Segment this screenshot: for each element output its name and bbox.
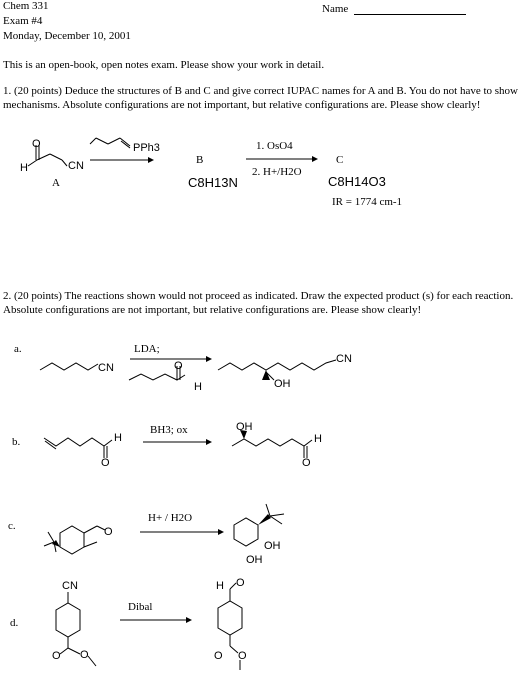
- part-d-label: d.: [10, 617, 19, 629]
- part-b-product-o: O: [302, 457, 311, 469]
- reagent-ylide: PPh3: [133, 142, 160, 154]
- atom-cn-a: CN: [68, 160, 84, 172]
- name-label: Name: [322, 3, 349, 15]
- part-c-label: c.: [8, 520, 16, 532]
- question-2-text: 2. (20 points) The reactions shown would…: [3, 290, 514, 316]
- part-c-start-o: O: [104, 526, 113, 538]
- part-d-product-o-2: O: [214, 650, 223, 662]
- formula-c: C8H14O3: [328, 174, 386, 189]
- label-b: B: [196, 154, 204, 166]
- part-d-product-h: H: [216, 580, 224, 592]
- formula-b: C8H13N: [188, 175, 238, 190]
- part-c-product-oh-2: OH: [246, 554, 263, 566]
- part-b-product-oh: OH: [236, 421, 253, 433]
- step-1: 1. OsO4: [256, 140, 293, 152]
- part-a-aldehyde-o: O: [174, 360, 183, 372]
- label-c: C: [336, 154, 344, 166]
- part-a-aldehyde-h: H: [194, 381, 202, 393]
- part-a-product-cn: CN: [336, 353, 352, 365]
- part-a-reagent: LDA;: [134, 343, 160, 355]
- part-b-product-h: H: [314, 433, 322, 445]
- part-d-start-cn: CN: [62, 580, 78, 592]
- exam-label: Exam #4: [3, 15, 43, 27]
- name-field[interactable]: [354, 14, 466, 15]
- atom-o-a: O: [32, 138, 41, 150]
- part-d-start-o-2: O: [80, 649, 89, 661]
- part-b-start-o: O: [101, 457, 110, 469]
- atom-h-a: H: [20, 162, 28, 174]
- ir-data: IR = 1774 cm-1: [332, 196, 403, 208]
- part-d-product-o-3: O: [238, 650, 247, 662]
- question-1-text: 1. (20 points) Deduce the structures of …: [3, 85, 518, 111]
- exam-date: Monday, December 10, 2001: [3, 30, 131, 42]
- label-a: A: [52, 177, 60, 189]
- part-a-start-cn: CN: [98, 362, 114, 374]
- part-c-reagent: H+ / H2O: [148, 512, 193, 524]
- part-d-product-o-1: O: [236, 577, 245, 589]
- part-d-start-o-1: O: [52, 650, 61, 662]
- part-d-reagent: Dibal: [128, 601, 153, 613]
- part-b-label: b.: [12, 436, 21, 448]
- step-2: 2. H+/H2O: [252, 166, 302, 178]
- course-label: Chem 331: [3, 0, 49, 12]
- part-b-reagent: BH3; ox: [150, 424, 188, 436]
- intro-text: This is an open-book, open notes exam. P…: [3, 59, 325, 71]
- part-a-product-oh: OH: [274, 378, 291, 390]
- part-b-start-h: H: [114, 432, 122, 444]
- part-a-label: a.: [14, 343, 22, 355]
- part-c-product-oh-1: OH: [264, 540, 281, 552]
